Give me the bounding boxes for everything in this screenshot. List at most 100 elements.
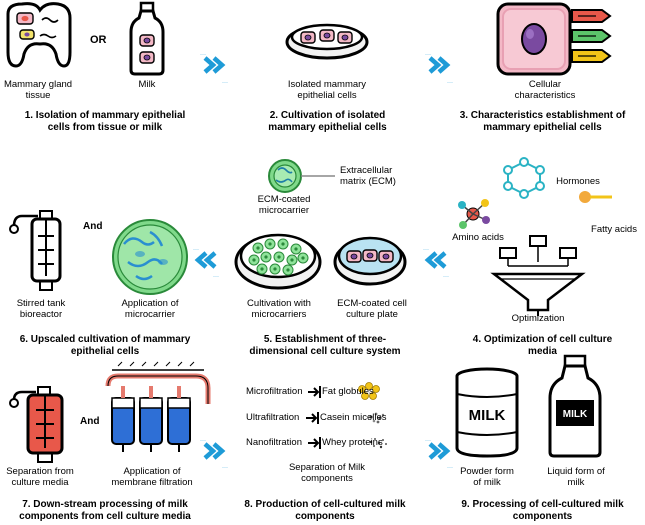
label-line: culture media [11, 477, 69, 488]
arrow-right-icon: ··· ··· [200, 52, 228, 86]
caption-line: media [528, 346, 557, 357]
caption-line: 6. Upscaled cultivation of mammary [19, 334, 191, 345]
powder-milk-can-icon [455, 367, 519, 458]
svg-text:···: ··· [200, 52, 206, 58]
microcarrier-dish-icon [234, 233, 322, 290]
label-line: Liquid form of [547, 466, 605, 477]
label-line: microcarrier [124, 309, 176, 320]
label-isolated-cells: Isolated mammary epithelial cells [280, 79, 374, 101]
caption-step-7: 7. Down-stream processing of milk compon… [0, 499, 210, 523]
filtration-product-casein: Casein micelles [320, 412, 387, 423]
microcarrier-icon [112, 219, 188, 295]
caption-line: dimensional cell culture system [249, 346, 401, 357]
caption-line: 8. Production of cell-cultured milk [244, 499, 406, 510]
filtration-product-fat: Fat globules [322, 386, 374, 397]
arrow-left-icon: ··· ··· [423, 247, 449, 280]
label-cellular-characteristics: Cellular characteristics [505, 79, 585, 101]
label-application-microcarrier: Application of microcarrier [112, 298, 188, 320]
separation-bioreactor-icon [9, 386, 64, 463]
stirred-tank-bioreactor-icon [9, 210, 62, 291]
label-line: Stirred tank [16, 298, 66, 309]
caption-step-3: 3. Characteristics establishment of mamm… [440, 110, 645, 134]
filtration-method-micro: Microfiltration [246, 386, 303, 397]
label-line: tissue [25, 90, 51, 101]
label-line: Cellular [528, 79, 562, 90]
ecm-culture-plate-icon [333, 236, 407, 286]
svg-text:···: ··· [200, 438, 206, 444]
label-line: membrane filtration [111, 477, 193, 488]
label-fatty-acids: Fatty acids [591, 224, 637, 235]
label-line: bioreactor [19, 309, 63, 320]
arrow-right-icon: ··· ··· [425, 52, 453, 86]
label-line: matrix (ECM) [340, 176, 396, 187]
arrow-right-icon: ··· ··· [425, 438, 453, 471]
whey-proteins-icon [369, 438, 387, 449]
label-line: Powder form [460, 466, 514, 477]
label-line: ECM-coated cell [337, 298, 407, 309]
svg-text:···: ··· [425, 52, 431, 58]
label-hormones: Hormones [556, 176, 600, 187]
filtration-method-ultra: Ultrafiltration [246, 412, 300, 423]
caption-step-9: 9. Processing of cell-cultured milk comp… [440, 499, 645, 523]
label-line: milk [567, 477, 585, 488]
label-amino-acids: Amino acids [452, 232, 504, 243]
label-stirred-tank: Stirred tank bioreactor [6, 298, 76, 320]
label-ecm: Extracellular matrix (ECM) [340, 165, 410, 187]
arrow-right-icon: ··· ··· [200, 438, 228, 471]
caption-line: 4. Optimization of cell culture [472, 334, 613, 345]
svg-text:···: ··· [193, 247, 199, 253]
liquid-milk-bottle-icon [548, 354, 602, 458]
caption-step-2: 2. Cultivation of isolated mammary epith… [225, 110, 430, 134]
label-separation-culture-media: Separation from culture media [0, 466, 80, 488]
caption-line: 3. Characteristics establishment of [459, 110, 626, 121]
arrow-left-icon: ··· ··· [193, 247, 219, 280]
label-ecm-microcarrier: ECM-coated microcarrier [246, 194, 322, 216]
label-separation-milk-components: Separation of Milk components [272, 462, 382, 484]
petri-dish-icon [285, 23, 369, 60]
filtration-arrows [306, 386, 321, 449]
caption-step-8: 8. Production of cell-cultured milk comp… [220, 499, 430, 523]
caption-step-4: 4. Optimization of cell culture media [440, 334, 645, 358]
label-line: Extracellular [340, 165, 393, 176]
label-line: components [301, 473, 353, 484]
svg-text:···: ··· [447, 465, 453, 471]
caption-line: 2. Cultivation of isolated [269, 110, 386, 121]
label-line: Separation of Milk [288, 462, 366, 473]
label-application-membrane: Application of membrane filtration [102, 466, 202, 488]
label-gland-tissue: Mammary gland tissue [0, 79, 76, 101]
caption-line: components [295, 511, 355, 522]
fat-globules-icon [358, 382, 380, 400]
and-label-7: And [80, 416, 99, 427]
label-line: Mammary gland [3, 79, 73, 90]
milk-bottle-icon [129, 1, 165, 76]
label-line: microcarriers [251, 309, 307, 320]
and-label-6: And [83, 221, 102, 232]
can-label: MILK [469, 407, 506, 424]
label-line: ECM-coated [257, 194, 311, 205]
label-milk: Milk [138, 79, 156, 90]
caption-line: components [512, 511, 573, 522]
amino-acids-icon [458, 199, 490, 229]
label-cultivation-microcarriers: Cultivation with microcarriers [238, 298, 320, 320]
label-line: Application of [123, 466, 181, 477]
label-line: microcarrier [258, 205, 310, 216]
svg-text:···: ··· [443, 274, 449, 280]
caption-line: mammary epithelial cells [268, 122, 387, 133]
caption-line: 7. Down-stream processing of milk [22, 499, 188, 510]
caption-step-6: 6. Upscaled cultivation of mammary epith… [0, 334, 210, 358]
cellular-characteristics-icon [496, 2, 612, 76]
svg-text:···: ··· [222, 465, 228, 471]
label-line: Separation from [6, 466, 74, 477]
svg-text:···: ··· [213, 274, 219, 280]
label-line: Isolated mammary [287, 79, 367, 90]
label-line: Application of [121, 298, 179, 309]
label-optimization: Optimization [511, 313, 565, 324]
filtration-product-whey: Whey proteins [322, 437, 383, 448]
svg-text:···: ··· [425, 438, 431, 444]
bottle-label: MILK [563, 409, 588, 420]
svg-text:···: ··· [222, 80, 228, 86]
label-liquid-milk: Liquid form of milk [540, 466, 612, 488]
caption-line: components from cell culture media [19, 511, 191, 522]
caption-line: 5. Establishment of three- [263, 334, 387, 345]
